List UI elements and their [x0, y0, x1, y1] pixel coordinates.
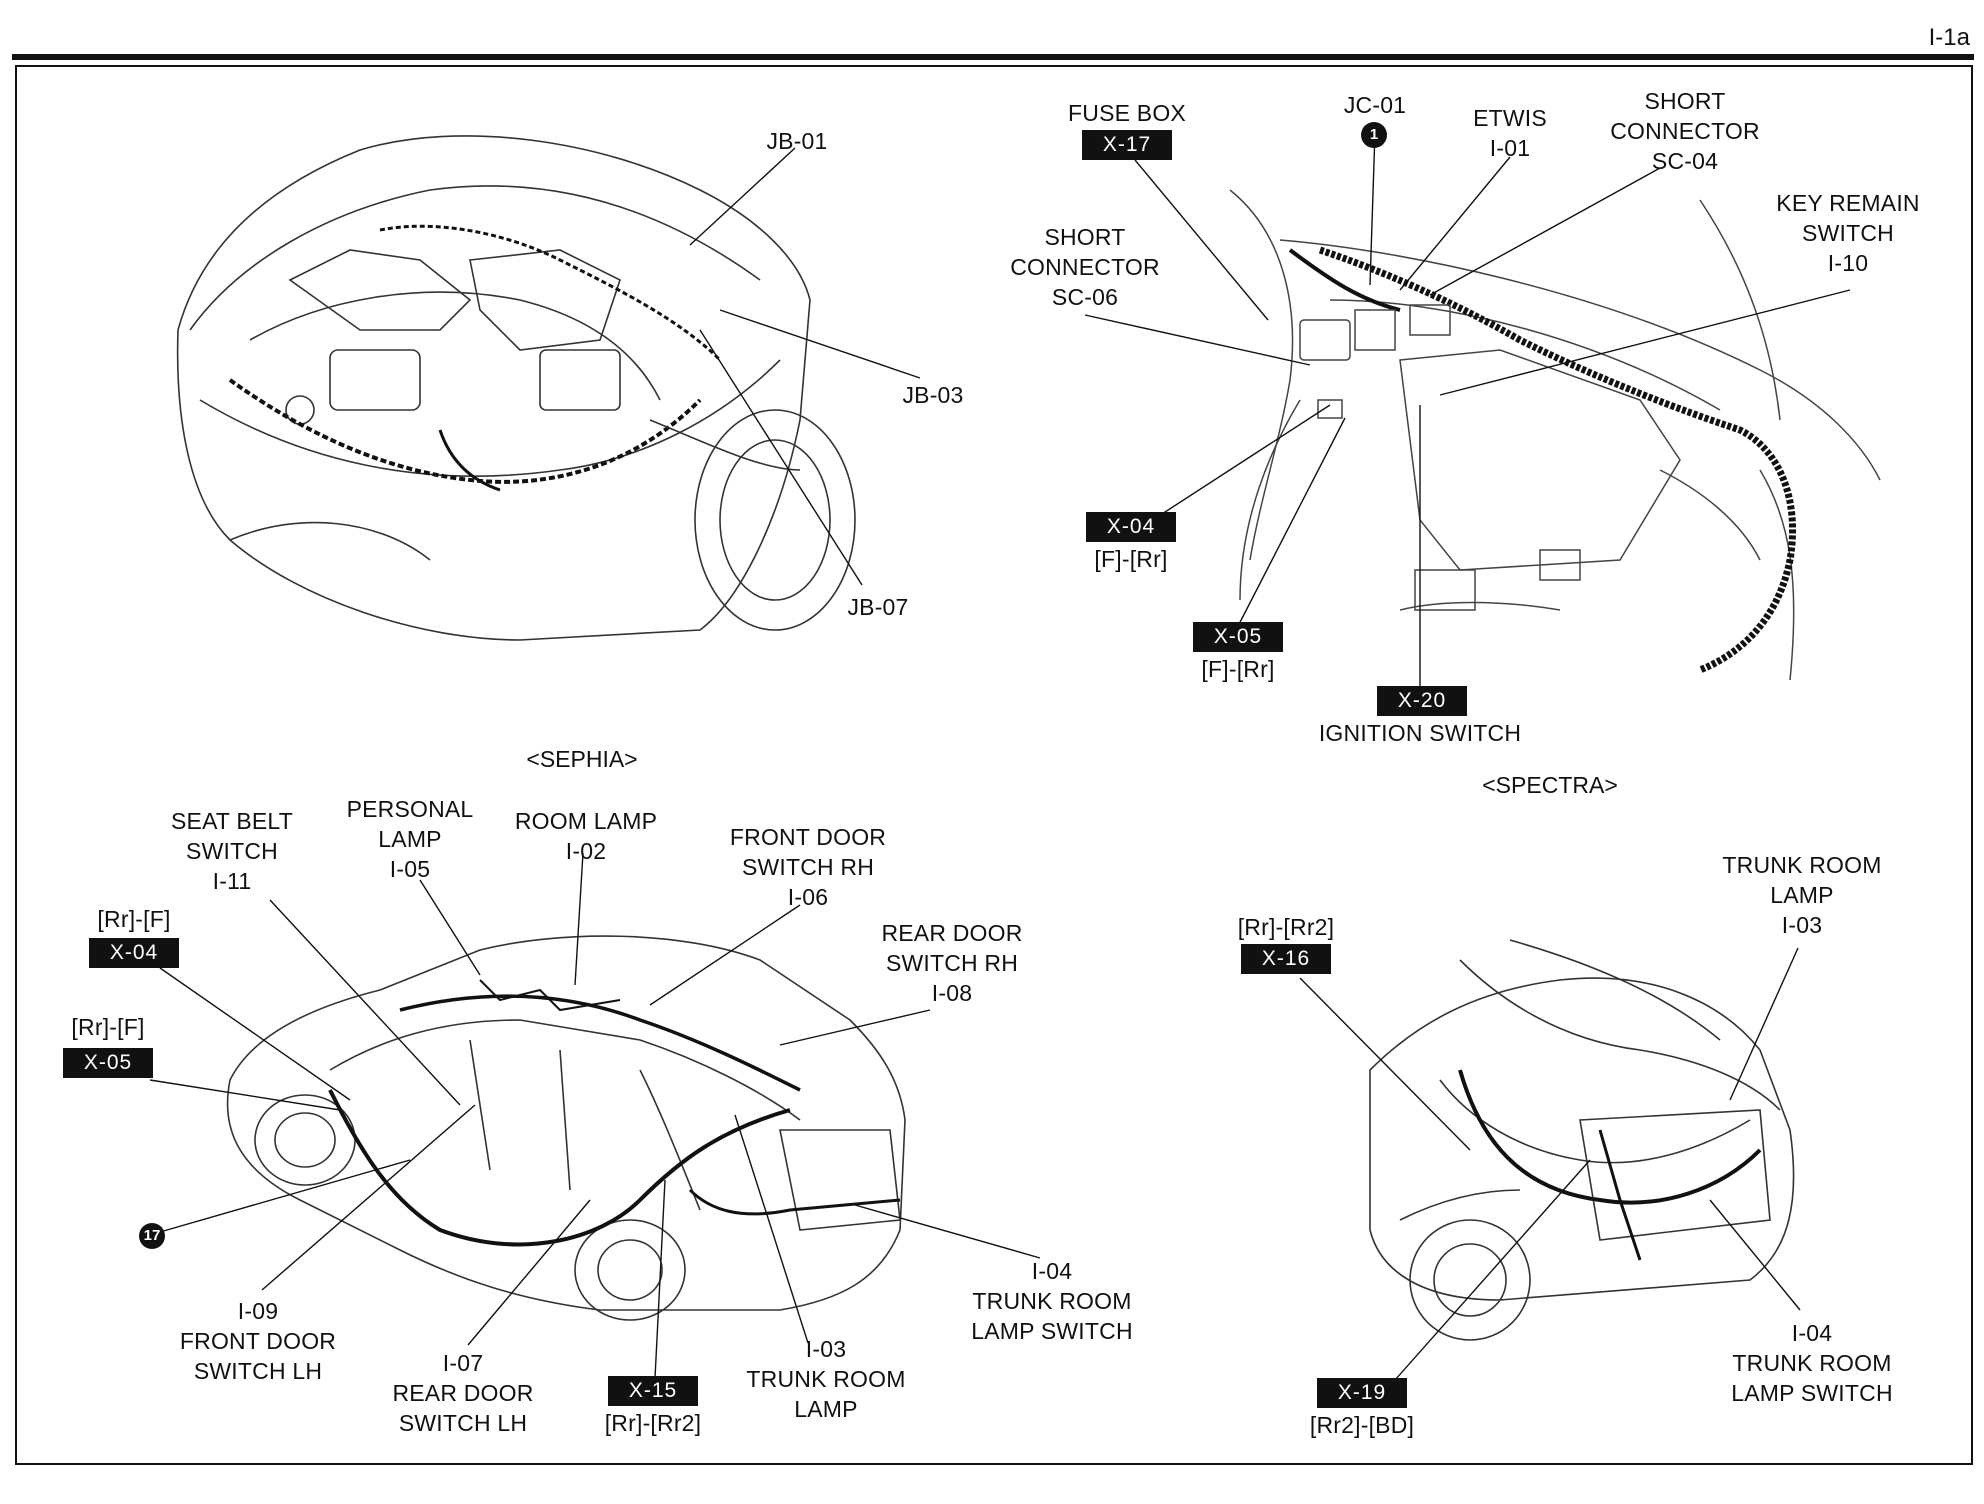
- sephia-x05-connector-tag: X-05: [63, 1048, 153, 1078]
- marker-1-icon: 1: [1361, 122, 1387, 148]
- spectra-section-title: <SPECTRA>: [1482, 772, 1618, 798]
- jb-07-label: JB-07: [847, 594, 909, 620]
- ignition-switch-label: IGNITION SWITCH: [1318, 720, 1522, 746]
- sephia-car-illustration: [226, 935, 906, 1321]
- x05-connector-sub: [F]-[Rr]: [1201, 656, 1275, 682]
- page-number: I-1a: [1928, 24, 1970, 51]
- x04-connector-sub: [F]-[Rr]: [1094, 546, 1168, 572]
- marker-17-icon: 17: [139, 1223, 165, 1249]
- x16-connector-tag: X-16: [1241, 944, 1331, 974]
- spectra-leaders: [1299, 947, 1801, 1381]
- x20-connector-tag: X-20: [1377, 686, 1467, 716]
- x19-connector-tag: X-19: [1317, 1378, 1407, 1408]
- engine-bay-illustration: [176, 135, 856, 641]
- sephia-leaders: [149, 852, 1041, 1379]
- x15-connector-tag: X-15: [608, 1376, 698, 1406]
- x04-connector-tag: X-04: [1086, 512, 1176, 542]
- spectra-car-illustration: [1369, 939, 1795, 1341]
- sephia-x04-sub: [Rr]-[F]: [97, 906, 171, 932]
- jb-03-label: JB-03: [902, 382, 964, 408]
- sephia-x05-sub: [Rr]-[F]: [71, 1014, 145, 1040]
- dashboard-leaders: [1084, 131, 1851, 690]
- x15-connector-sub: [Rr]-[Rr2]: [604, 1410, 702, 1436]
- sephia-x04-connector-tag: X-04: [89, 938, 179, 968]
- x05-connector-tag: X-05: [1193, 622, 1283, 652]
- header-rule: [12, 54, 1974, 60]
- dashboard-illustration: [1229, 189, 1881, 681]
- engine-leaders: [689, 147, 921, 586]
- jc-01-label: JC-01: [1343, 92, 1407, 118]
- page-frame: [15, 65, 1973, 1465]
- jb-01-label: JB-01: [766, 128, 828, 154]
- x17-connector-tag: X-17: [1082, 130, 1172, 160]
- fuse-box-label: FUSE BOX: [1068, 100, 1186, 126]
- spectra-x16-sub: [Rr]-[Rr2]: [1237, 914, 1335, 940]
- sephia-section-title: <SEPHIA>: [526, 746, 638, 772]
- x19-connector-sub: [Rr2]-[BD]: [1309, 1412, 1415, 1438]
